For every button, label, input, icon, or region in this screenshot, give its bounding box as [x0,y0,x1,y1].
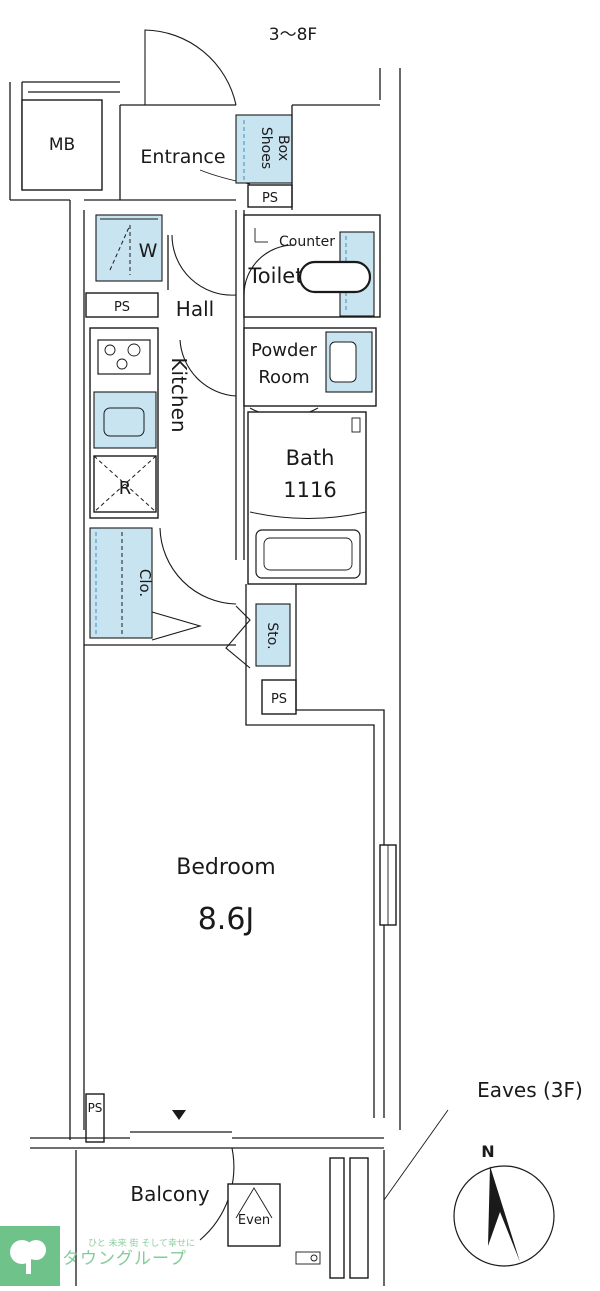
storage-label: Sto. [264,622,280,649]
toilet-door[interactable] [243,244,295,296]
counter-label: Counter [279,234,335,250]
sink-icon [93,391,157,449]
logo-text: タウングループ [62,1249,187,1269]
hall-label: Hall [176,297,214,321]
entrance-door[interactable] [144,29,237,106]
washer-space: W [95,214,163,282]
north-arrow-icon [488,1166,520,1262]
even-label: Even [238,1213,270,1228]
refrigerator-space [93,455,157,513]
powder-room: Powder Room [243,327,377,418]
entry-arrow-icon [172,1110,186,1120]
svg-text:Shoes: Shoes [258,127,274,169]
hall-door[interactable] [171,234,237,296]
logo-subtext: ひと 未来 街 そして幸せに [88,1239,196,1249]
ps-bedroom: PS [261,679,297,715]
ps-hall: PS [85,292,159,318]
entrance-area: Entrance [84,29,251,201]
north-label: N [481,1142,494,1161]
evacuation-hatch [227,1183,281,1247]
storage: Sto. [225,603,291,669]
bath-room: Bath 1116 [247,411,367,585]
tree-logo-icon [0,1226,60,1286]
ps-entrance: PS [247,184,293,208]
building-outline [9,68,401,1140]
compass: N [453,1142,555,1267]
balcony-label: Balcony [130,1182,209,1206]
bedroom: Bedroom 8.6J [172,584,397,1120]
bedroom-label: Bedroom [176,855,276,880]
closet-label: Clo. [136,569,154,597]
washer-label: W [139,240,158,262]
bath-label: Bath [286,446,335,470]
refrigerator-label: R [119,478,132,499]
mb-room: MB [21,99,103,191]
balcony: Balcony Even [30,1131,385,1286]
mb-label: MB [49,135,75,155]
kitchen-area: R Kitchen [89,327,237,519]
shoes-box: Shoes Box [235,114,293,184]
powder-room-label-1: Powder [251,340,317,361]
eaves-label: Eaves (3F) [477,1078,583,1102]
toilet-label: Toilet [248,264,304,288]
ps-balcony: PS [85,1093,105,1143]
closet: Clo. [84,527,237,646]
storage-door[interactable] [225,605,251,669]
svg-text:PS: PS [88,1101,103,1115]
svg-text:Box: Box [275,135,291,161]
svg-text:PS: PS [271,692,287,707]
floor-label: 3〜8F [269,25,317,45]
closet-door[interactable] [151,611,202,641]
kitchen-door[interactable] [179,339,237,397]
bedroom-size: 8.6J [198,902,255,937]
entrance-label: Entrance [140,146,225,168]
bath-size: 1116 [283,478,336,502]
company-logo [0,1226,250,1286]
svg-text:PS: PS [114,300,130,315]
toilet-bowl-icon [298,260,372,294]
toilet-room: Counter Toilet [243,214,381,318]
powder-room-label-2: Room [258,367,309,388]
eaves: Eaves (3F) [383,1078,583,1201]
svg-text:PS: PS [262,191,278,206]
bedroom-door[interactable] [159,527,237,605]
kitchen-label: Kitchen [167,357,191,432]
bathtub-icon [255,529,361,579]
